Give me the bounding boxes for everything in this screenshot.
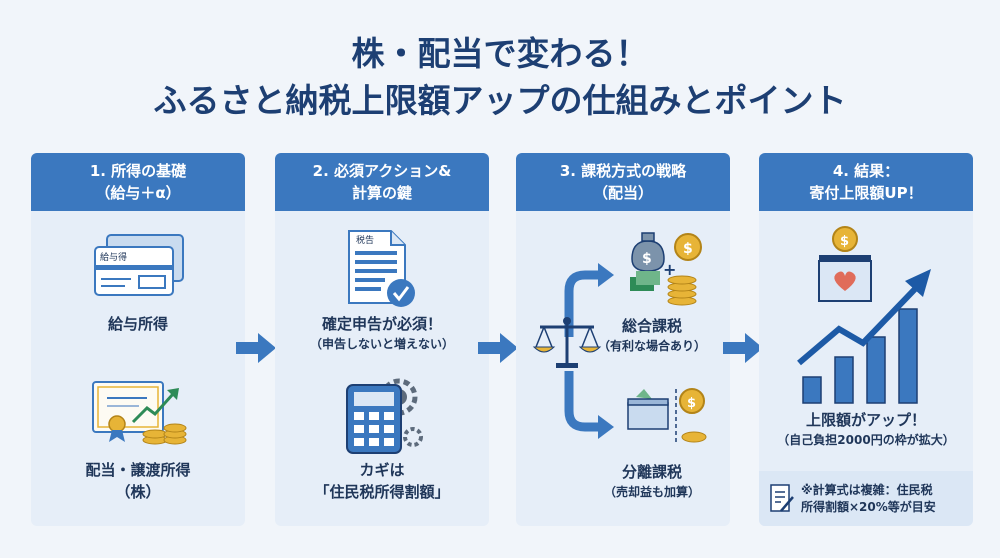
svg-text:$: $ [687, 396, 696, 411]
svg-text:$: $ [642, 251, 652, 267]
panel-header: 4. 結果： 寄付上限額UP！ [759, 153, 973, 211]
panel-income-basics: 1. 所得の基礎 （給与＋α） 給与得 給与所得 [31, 153, 245, 526]
tax-return-form-icon: 税告 [348, 230, 415, 307]
label-limit-note: （自己負担2000円の枠が拡大） [777, 433, 955, 447]
form-title-text: 税告 [356, 234, 374, 246]
label-separate-note: （売却益も加算） [603, 485, 700, 499]
panel-heading-line1: 1. 所得の基礎 [89, 162, 187, 180]
panel-heading-line2: （給与＋α） [95, 184, 181, 202]
money-bag-coins-icon: $ + $ [630, 232, 702, 306]
page-title: 株・配当で変わる！ ふるさと納税上限額アップの仕組みとポイント [0, 30, 1000, 124]
label-limit-up: 上限額がアップ！ [805, 411, 926, 429]
label-tax-return-required: 確定申告が必須！ [321, 315, 442, 333]
panel-heading-line1: 2. 必須アクション& [312, 162, 452, 180]
label-dividend-income: 配当・譲渡所得 [85, 461, 191, 479]
label-salary-income: 給与所得 [107, 315, 168, 333]
svg-text:$: $ [683, 241, 693, 257]
svg-text:+: + [663, 260, 676, 279]
label-comprehensive-taxation: 総合課税 [621, 317, 682, 335]
panel-heading-line2: 寄付上限額UP！ [809, 184, 923, 202]
panel-result: 4. 結果： 寄付上限額UP！ $ 上限額がアップ！ （自己負担2000円の枠が… [759, 153, 973, 526]
label-key: カギは [359, 461, 405, 479]
note-line-2: 所得割額×20%等が目安 [801, 500, 936, 514]
calculator-gear-icon [346, 378, 423, 454]
salary-slip-icon: 給与得 [94, 234, 184, 296]
panel-header: 3. 課税方式の戦略 （配当） [516, 153, 730, 211]
calculation-note: ※計算式は複雑：住民税 所得割額×20%等が目安 [759, 471, 973, 526]
branch-arrows-icon [564, 263, 614, 439]
label-tax-return-note: （申告しないと増えない） [309, 337, 454, 351]
panel-header: 2. 必須アクション& 計算の鍵 [275, 153, 489, 211]
panel-required-action: 2. 必須アクション& 計算の鍵 税告 確定申告が必須！ （申告しないと増えない… [275, 153, 489, 526]
arrow-right-icon [236, 333, 276, 363]
panel-heading-line2: （配当） [592, 184, 653, 202]
rising-bar-chart-icon: $ [797, 226, 931, 404]
title-line-2: ふるさと納税上限額アップの仕組みとポイント [153, 81, 847, 120]
title-line-1: 株・配当で変わる！ [351, 34, 649, 73]
arrow-right-icon [723, 333, 763, 363]
panel-heading-line2: 計算の鍵 [351, 184, 412, 202]
arrow-right-icon [478, 333, 518, 363]
balance-scale-icon [532, 317, 602, 368]
memo-pen-icon [770, 484, 794, 512]
label-separate-taxation: 分離課税 [621, 463, 682, 481]
label-resident-tax-income-levy: 「住民税所得割額」 [314, 483, 450, 501]
certificate-coins-icon [92, 381, 187, 445]
separate-box-coin-icon: $ [627, 388, 707, 443]
panel-heading-line1: 4. 結果： [832, 162, 900, 180]
panel-tax-method-strategy: 3. 課税方式の戦略 （配当） $ + $ [516, 153, 730, 526]
panel-header: 1. 所得の基礎 （給与＋α） [31, 153, 245, 211]
svg-text:$: $ [840, 234, 849, 249]
salary-card-text: 給与得 [100, 251, 127, 263]
note-line-1: ※計算式は複雑：住民税 [801, 483, 933, 497]
panel-heading-line1: 3. 課税方式の戦略 [559, 162, 687, 180]
label-comprehensive-note: （有利な場合あり） [597, 339, 706, 353]
label-stock: （株） [115, 483, 161, 501]
